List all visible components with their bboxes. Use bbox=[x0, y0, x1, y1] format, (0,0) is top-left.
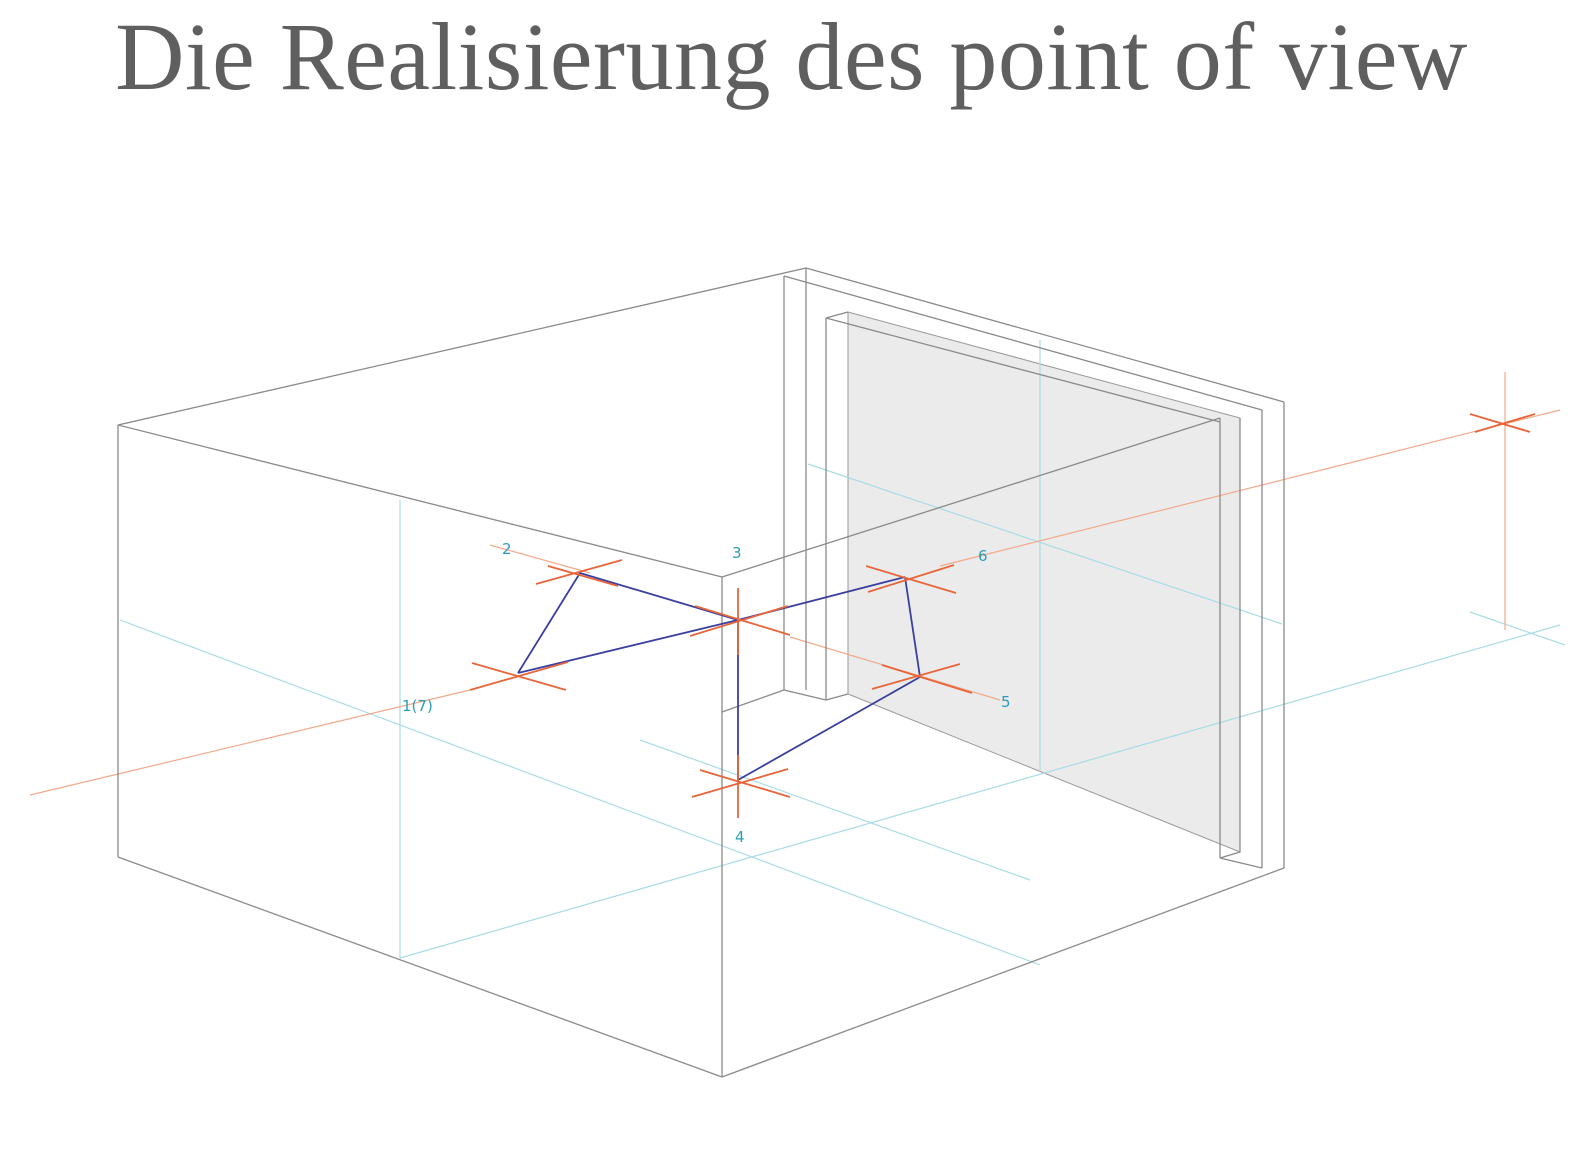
label-point-1: 1(7) bbox=[402, 697, 433, 715]
room-box bbox=[117, 267, 1285, 1078]
sight-rays bbox=[29, 372, 1561, 796]
guide-lines bbox=[119, 340, 1566, 966]
marker-point-3 bbox=[689, 588, 791, 655]
label-point-3: 3 bbox=[732, 544, 742, 562]
wall-panel bbox=[847, 311, 1241, 853]
label-point-5: 5 bbox=[1001, 693, 1011, 711]
marker-point-4 bbox=[691, 755, 791, 818]
view-path bbox=[517, 572, 921, 781]
page-title: Die Realisierung des point of view bbox=[115, 3, 1468, 110]
markers bbox=[469, 413, 1536, 818]
marker-point-6 bbox=[865, 564, 957, 594]
label-point-2: 2 bbox=[502, 540, 512, 558]
label-point-4: 4 bbox=[735, 828, 745, 846]
marker-point-1 bbox=[469, 661, 569, 691]
marker-point-5 bbox=[871, 663, 973, 694]
label-point-6: 6 bbox=[978, 547, 988, 565]
marker-projection bbox=[1469, 413, 1536, 433]
marker-point-2 bbox=[535, 559, 623, 587]
